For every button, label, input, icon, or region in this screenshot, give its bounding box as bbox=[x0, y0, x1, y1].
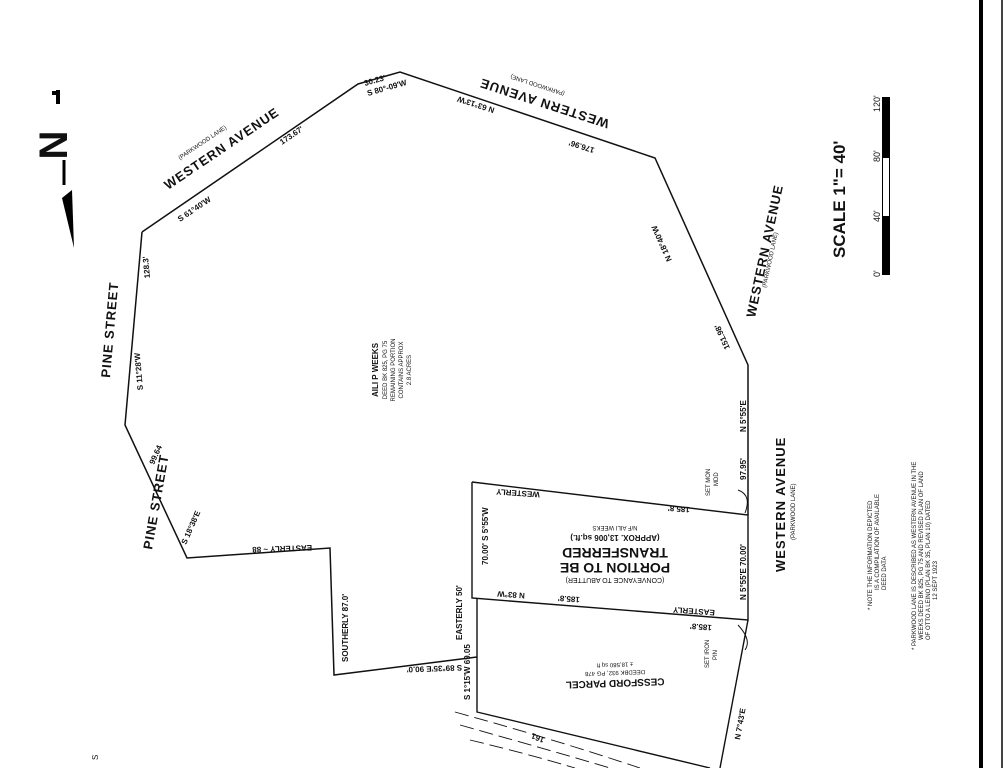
distance-label: 128.3' bbox=[141, 256, 152, 279]
note-line: WEEKS DEED BK 825, PG 75 AND REVISED PLA… bbox=[919, 471, 925, 640]
transfer-owner: N/F AILI WEEKS bbox=[592, 524, 637, 530]
bearing-label: WESTERLY bbox=[495, 487, 540, 499]
transfer-area: (APPROX. 13,006 sq.ft.) bbox=[570, 533, 660, 542]
road-edge-lines bbox=[454, 711, 641, 768]
distance-label: 173.67' bbox=[278, 124, 305, 146]
monument-label: MDD bbox=[714, 472, 720, 486]
street-label-pine-upper: PINE STREET bbox=[98, 281, 121, 378]
distance-label: 176.96' bbox=[568, 138, 596, 155]
cessford-parcel-boundary bbox=[476, 598, 749, 768]
bearing-label: N 5°55'E bbox=[739, 400, 748, 432]
scale-bar: SCALE 1"= 40' 0' 40' 80' 120' bbox=[830, 95, 890, 277]
scale-title: SCALE 1"= 40' bbox=[830, 141, 849, 258]
note-line: OF OTTO A LEINO (PLAN BK 35, PLAN 10) DA… bbox=[926, 500, 932, 640]
bearing-label: EASTERLY ~ 88 bbox=[252, 543, 313, 554]
distance-label: 97.95' bbox=[739, 458, 748, 480]
scale-tick: 80' bbox=[872, 150, 882, 162]
north-letter: N bbox=[32, 131, 76, 160]
parcel-deed: DEED BK 825, PG 75 bbox=[383, 340, 389, 399]
distance-label: 151.98' bbox=[713, 323, 732, 351]
bearing-label: N 5°55'E 70.00' bbox=[739, 544, 748, 600]
bearing-label: N 18°40'W bbox=[650, 224, 674, 263]
bearing-label: S 61°40'W bbox=[176, 195, 213, 224]
weeks-parcel-label: AILI P WEEKS DEED BK 825, PG 75 REMAININ… bbox=[371, 339, 413, 402]
street-label-western-ave-se: WESTERN AVENUE bbox=[773, 437, 788, 572]
distance-label: 185.8' bbox=[668, 503, 691, 514]
note-line: IS A COMPILATION OF AVAILABLE bbox=[875, 494, 881, 590]
parcel-note: CONTAINS APPROX bbox=[399, 342, 405, 399]
bearing-label: 70.00' S 5°55'W bbox=[481, 507, 490, 565]
bearing-label: SOUTHERLY 87.0' bbox=[341, 594, 350, 662]
distance-label: 185.8' bbox=[690, 621, 713, 632]
corner-mark: S bbox=[91, 755, 100, 760]
bearing-label: S 11°28'W bbox=[133, 352, 145, 391]
bearing-label: EASTERLY bbox=[672, 605, 715, 617]
note-line: * NOTE THE INFORMATION DEPICTED bbox=[868, 500, 874, 610]
weeks-parcel-boundary bbox=[124, 71, 749, 676]
distance-label: 161 bbox=[529, 731, 545, 745]
monument-label: SET MON bbox=[706, 469, 712, 496]
note-line: 12 SEPT 1923 bbox=[933, 560, 939, 600]
iron-pin-label: SET IRON bbox=[705, 640, 711, 668]
sheet-border-line bbox=[979, 0, 983, 768]
street-label-western-ave-e: WESTERN AVENUE bbox=[743, 183, 786, 319]
note-line: * PARKWOOD LANE IS DESCRIBED AS WESTERN … bbox=[912, 462, 918, 650]
note-line: DEED DATA bbox=[882, 557, 888, 590]
north-arrow-icon: N bbox=[32, 90, 76, 248]
bearing-label: N 83°W bbox=[496, 589, 525, 600]
cessford-deed: DEEDBK 932, PG 478 bbox=[584, 668, 645, 676]
cessford-area: ± 18,580 sq ft bbox=[596, 660, 633, 667]
transfer-title: TRANSFERRED bbox=[562, 545, 668, 561]
parcel-owner: AILI P WEEKS bbox=[371, 342, 380, 397]
scale-tick: 120' bbox=[872, 95, 882, 112]
scale-tick: 0' bbox=[872, 270, 882, 277]
bearing-label: S 89°35'E 90.0' bbox=[406, 663, 462, 674]
parcel-area: 2.8 ACRES bbox=[407, 355, 413, 385]
sheet-edge-line bbox=[1001, 0, 1003, 768]
iron-pin-label: PIN bbox=[713, 650, 719, 660]
transfer-title: PORTION TO BE bbox=[560, 560, 670, 576]
distance-label: 185.8' bbox=[558, 593, 581, 604]
transfer-purpose: (CONVEYANCE TO ABUTTER) bbox=[566, 576, 665, 583]
bearing-label: N 7°43'E bbox=[733, 707, 747, 741]
parcel-note: REMAINING PORTION bbox=[391, 339, 397, 402]
bearing-label: EASTERLY 50' bbox=[455, 585, 464, 640]
scale-tick: 40' bbox=[872, 210, 882, 222]
bearing-label: S 1°15'W 69.05 bbox=[463, 644, 472, 700]
bearing-label: S 18°38'E bbox=[180, 509, 203, 546]
monument-arc-upper bbox=[737, 489, 748, 514]
cessford-parcel-label: CESSFORD PARCEL DEEDBK 932, PG 478 ± 18,… bbox=[566, 660, 665, 689]
street-alias-parkwood-se: (PARKWOOD LANE) bbox=[791, 483, 797, 540]
notes-block: * NOTE THE INFORMATION DEPICTED IS A COM… bbox=[868, 462, 939, 650]
transfer-parcel-label: PORTION TO BE TRANSFERRED (APPROX. 13,00… bbox=[560, 524, 670, 583]
cessford-title: CESSFORD PARCEL bbox=[566, 675, 665, 689]
monument-arc-lower bbox=[737, 624, 748, 651]
